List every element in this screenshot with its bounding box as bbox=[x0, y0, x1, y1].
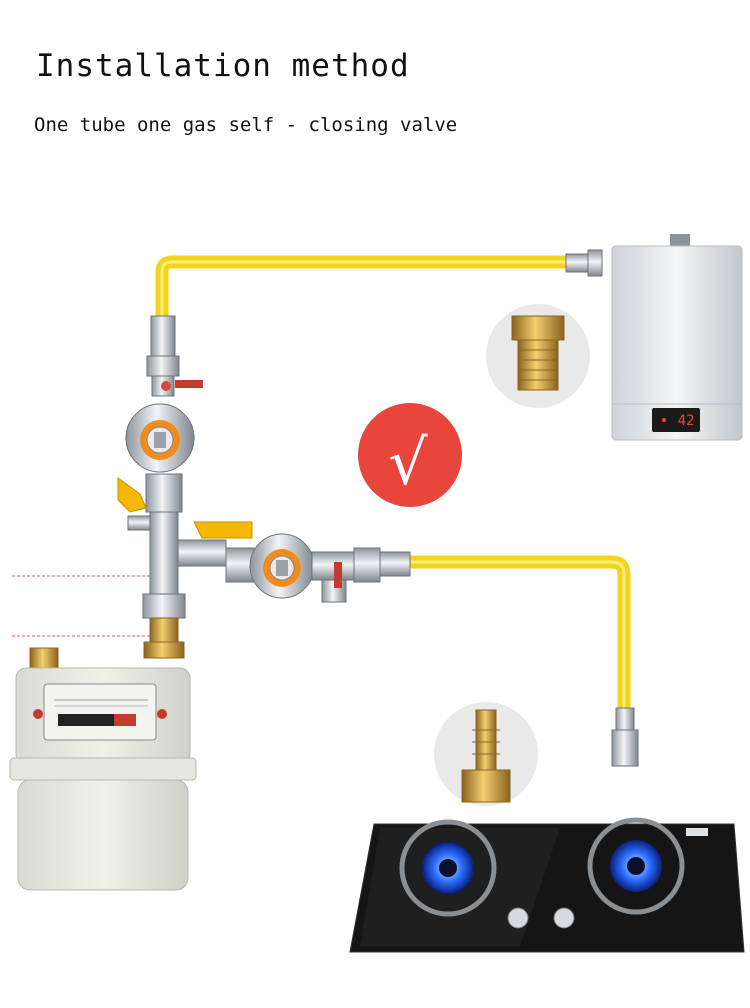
lower-hex bbox=[143, 594, 185, 618]
check-icon: √ bbox=[358, 403, 462, 507]
hose-to-stove-highlight bbox=[408, 562, 624, 712]
stove-hose-connector bbox=[612, 708, 638, 766]
gas-stove-icon bbox=[350, 820, 744, 952]
mid-fitting bbox=[146, 474, 182, 512]
tee-body bbox=[150, 512, 178, 600]
hose-to-stove bbox=[408, 562, 624, 712]
upper-nut bbox=[151, 316, 175, 356]
brass-fitting-icon bbox=[486, 304, 590, 408]
water-heater-icon: 42 bbox=[612, 234, 742, 440]
svg-text:√: √ bbox=[388, 426, 428, 499]
right-valve-handle bbox=[194, 522, 252, 538]
svg-text:42: 42 bbox=[678, 413, 695, 429]
lower-regulator bbox=[250, 534, 314, 598]
gas-meter-icon bbox=[10, 668, 196, 890]
hose-to-heater bbox=[162, 262, 568, 318]
branch-pipe bbox=[178, 540, 226, 566]
upper-hex bbox=[147, 356, 179, 376]
meter-outlet-brass bbox=[150, 618, 178, 642]
hose-to-heater-highlight bbox=[162, 262, 568, 318]
left-valve-handle bbox=[118, 478, 146, 512]
upper-regulator bbox=[126, 404, 194, 472]
heater-hose-connector bbox=[566, 250, 602, 276]
upper-valve-lever bbox=[175, 380, 203, 388]
hose-barb-icon bbox=[434, 702, 538, 806]
lower-valve-lever bbox=[334, 562, 342, 588]
